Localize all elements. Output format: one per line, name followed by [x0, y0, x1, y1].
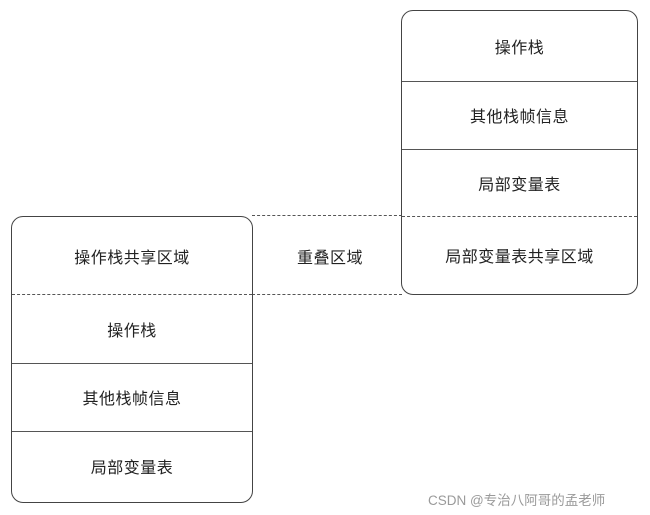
upper-stack-frame: 操作栈 其他栈帧信息 局部变量表 局部变量表共享区域 — [401, 10, 638, 295]
csdn-watermark: CSDN @专治八阿哥的孟老师 — [428, 493, 606, 508]
lower-other-frame-info-cell: 其他栈帧信息 — [82, 389, 182, 408]
lower-dashed-divider — [12, 294, 252, 295]
lower-operand-stack-shared-cell: 操作栈共享区域 — [74, 247, 190, 267]
upper-divider-2 — [402, 149, 637, 150]
upper-operand-stack-cell: 操作栈 — [494, 38, 545, 57]
lower-stack-frame: 操作栈共享区域 操作栈 其他栈帧信息 局部变量表 — [11, 216, 253, 503]
upper-local-variables-cell: 局部变量表 — [478, 174, 561, 194]
overlap-top-dashed-line — [252, 215, 402, 216]
upper-divider-1 — [402, 81, 637, 82]
upper-dashed-divider — [402, 216, 637, 217]
lower-operand-stack-cell: 操作栈 — [107, 320, 157, 340]
upper-local-variables-shared-cell: 局部变量表共享区域 — [445, 247, 594, 266]
lower-divider-2 — [12, 431, 252, 432]
lower-local-variables-cell: 局部变量表 — [90, 458, 174, 477]
lower-divider-1 — [12, 363, 252, 364]
overlap-region-label: 重叠区域 — [296, 248, 363, 267]
overlap-bottom-dashed-line — [252, 294, 402, 295]
upper-other-frame-info-cell: 其他栈帧信息 — [469, 107, 569, 126]
